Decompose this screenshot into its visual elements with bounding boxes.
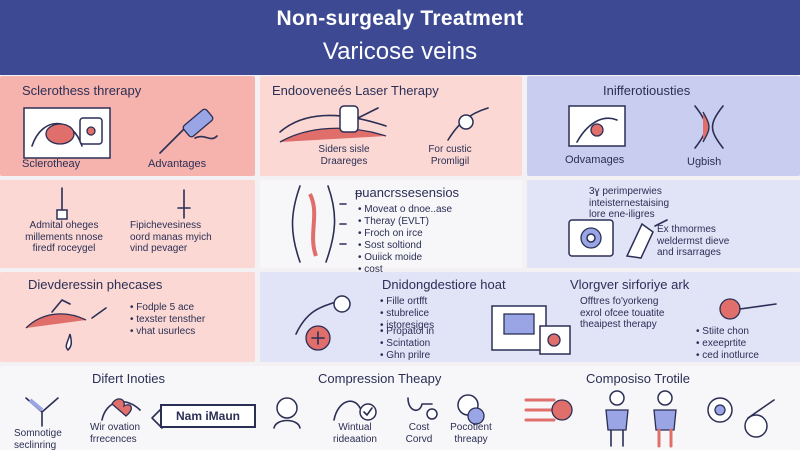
page-subtitle: Varicose veins: [322, 38, 478, 65]
device-panel: 3ɣ perimperwies inteisternestaising lore…: [527, 180, 800, 268]
leg-diagram-icon: [568, 105, 626, 147]
vein-cross-section-icon: [23, 107, 111, 159]
bottom-col3-title: Composiso Trotile: [586, 371, 691, 386]
person-standing-icon: [605, 390, 629, 447]
info-panel-top-right: Inifferotiousties Odvamages Ugbish: [527, 76, 800, 176]
info-label-left: Odvamages: [565, 154, 625, 166]
page-title: Non-surgealy Treatment: [276, 7, 524, 30]
stethoscope-icon: [407, 397, 438, 420]
procedure-notes-panel: Admital oheges millements nnose firedf r…: [0, 180, 255, 268]
sclerotherapy-title: Sclerothess threrapy: [22, 83, 142, 98]
arrow-left-icon: [151, 407, 163, 429]
device-note-bottom: Ex thmormes weldermst dieve and irsarrag…: [657, 224, 730, 258]
sclerotherapy-panel: Sclerothess threrapy Sclerotheay Advanta…: [0, 76, 255, 176]
procedures-bullets: Fodple 5 ace texster tensther vhat usurl…: [130, 302, 205, 338]
vein-heart-icon: [101, 398, 141, 421]
evlt-title: ᵽuancrssesensios: [355, 185, 460, 200]
patient-icon: [457, 394, 485, 425]
sclerotherapy-label-left: Sclerotheay: [22, 158, 81, 170]
bottom-col2-title: Compression Theapy: [318, 371, 442, 386]
info-panel-title: Inifferotiousties: [603, 83, 691, 98]
vein-shape-icon: [694, 105, 724, 149]
bottom-caption-e: Pocotient threapy: [450, 422, 492, 445]
procedures-panel: Dievderessin phecases Fodple 5 ace texst…: [0, 272, 255, 362]
laser-probe-icon: [447, 107, 489, 141]
page-header: Non-surgealy Treatment Varicose veins: [0, 0, 800, 75]
vein-plus-icon: [295, 295, 351, 351]
lens-probe-icon: [719, 298, 777, 320]
sclerotherapy-label-right: Advantages: [148, 158, 207, 170]
syringe-injection-icon: [159, 108, 218, 154]
compression-device-icon: [524, 398, 573, 422]
treatment-options-title: Dnidongdestiore hoat: [382, 277, 506, 292]
needle-icon-left: [56, 187, 68, 220]
bottom-caption-a: Somnotige seclinring: [14, 428, 62, 450]
laser-note-right: For custic Promligil: [428, 144, 472, 167]
treatment-options-title-right: Vlorgver sirforiye ark: [570, 277, 690, 292]
evlt-panel: ᵽuancrssesensios Moveat o dnoe..ase Ther…: [260, 180, 522, 275]
treatment-center-note: Offtres fo'yorkeng exrol ofcee touatite …: [580, 296, 665, 330]
device-note-top: 3ɣ perimperwies inteisternestaising lore…: [589, 186, 670, 220]
info-label-right: Ugbish: [687, 156, 722, 168]
person-face-icon: [273, 397, 301, 429]
needle-icon-right: [177, 189, 191, 219]
procedure-note-a: Admital oheges millements nnose firedf r…: [25, 220, 103, 254]
leg-treatment-icon: [25, 299, 107, 352]
leg-vein-icon: [291, 185, 347, 263]
ultrasound-device-icon: [568, 219, 668, 259]
procedures-title: Dievderessin phecases: [28, 277, 163, 292]
procedure-note-b: Fipichevesiness oord manas myich vind pe…: [130, 220, 212, 254]
name-badge: Nam iMaun: [160, 404, 256, 428]
bottom-caption-d: Cost Corvd: [405, 422, 433, 445]
bottom-col1-title: Difert Inoties: [92, 371, 165, 386]
person-stockings-icon: [653, 390, 677, 448]
magnify-tool-icon: [707, 397, 775, 438]
laser-fiber-leg-icon: [279, 105, 387, 143]
monitor-device-icon: [491, 305, 571, 355]
laser-note-left: Siders sisle Draareges: [318, 144, 370, 167]
treatment-bullets-c: Stiite chon exeeprtite ced inotlurce: [696, 326, 759, 362]
vein-branch-icon: [25, 397, 59, 427]
treatment-options-panel: Dnidongdestiore hoat Vlorgver sirforiye …: [260, 272, 800, 362]
laser-therapy-title: Endooveneés Laser Therapy: [272, 83, 439, 98]
treatment-bullets-b: Propatol in Scintation Ghn prilre: [380, 326, 434, 362]
doctor-check-icon: [333, 400, 377, 421]
bottom-caption-b: Wir ovation frrecences: [90, 422, 141, 445]
laser-therapy-panel: Endooveneés Laser Therapy Siders sisle D…: [260, 76, 522, 176]
evlt-bullets: Moveat o dnoe..ase Theray (EVLT) Froch o…: [358, 204, 452, 276]
bottom-caption-c: Wintual rideaation: [333, 422, 377, 445]
bottom-section: Difert Inoties Compression Theapy Compos…: [0, 366, 800, 450]
